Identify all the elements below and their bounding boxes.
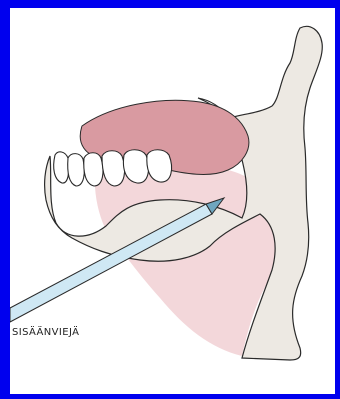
- diagram-canvas: SISÄÄNVIEJÄ: [10, 8, 335, 394]
- jaw-illustration: SISÄÄNVIEJÄ: [10, 8, 335, 394]
- needle-label: SISÄÄNVIEJÄ: [12, 325, 79, 338]
- tooth-2: [68, 154, 85, 186]
- tooth-3: [84, 153, 103, 186]
- tooth-1: [54, 152, 69, 183]
